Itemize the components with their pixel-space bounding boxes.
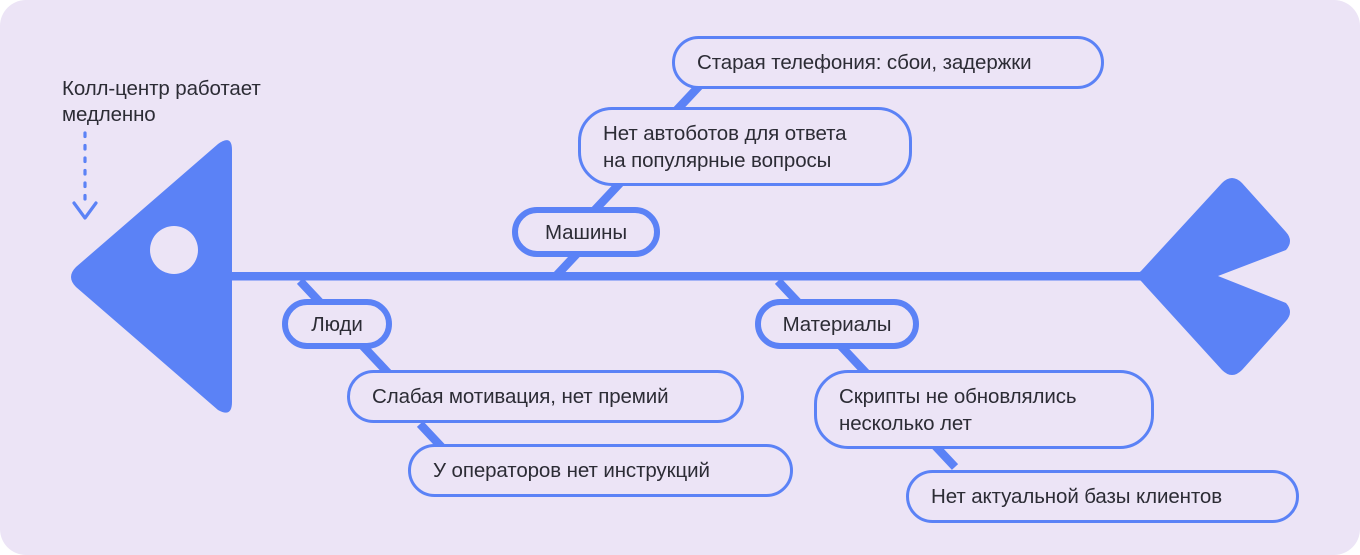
cause-pill-no-client-base[interactable]: Нет актуальной базы клиентов <box>906 470 1299 523</box>
category-pill-label: Люди <box>311 312 363 336</box>
dotted-down-arrow <box>72 131 98 220</box>
fish-spine <box>228 272 1148 281</box>
category-pill-label: Машины <box>544 220 628 244</box>
fish-head <box>71 140 232 413</box>
cause-pill-label: Скрипты не обновлялись несколько лет <box>839 384 1077 435</box>
cause-pill-label: Старая телефония: сбои, задержки <box>697 51 1032 74</box>
fish-tail <box>1137 178 1290 375</box>
cause-pill-no-autobots[interactable]: Нет автоботов для ответа на популярные в… <box>578 107 912 186</box>
cause-pill-label: Нет автоботов для ответа на популярные в… <box>603 121 847 172</box>
cause-pill-old-telephony[interactable]: Старая телефония: сбои, задержки <box>672 36 1104 89</box>
category-pill-mashiny[interactable]: Машины <box>512 207 660 257</box>
cause-pill-label: Нет актуальной базы клиентов <box>931 485 1223 508</box>
category-pill-lyudi[interactable]: Люди <box>282 299 392 349</box>
cause-pill-label: У операторов нет инструкций <box>433 459 710 482</box>
fish-eye <box>150 226 198 274</box>
category-pill-materialy[interactable]: Материалы <box>755 299 919 349</box>
category-pill-label: Материалы <box>782 312 892 336</box>
cause-pill-weak-motivation[interactable]: Слабая мотивация, нет премий <box>347 370 744 423</box>
cause-pill-outdated-scripts[interactable]: Скрипты не обновлялись несколько лет <box>814 370 1154 449</box>
cause-pill-no-instructions[interactable]: У операторов нет инструкций <box>408 444 793 497</box>
cause-pill-label: Слабая мотивация, нет премий <box>372 385 669 408</box>
problem-statement: Колл-центр работает медленно <box>62 77 261 126</box>
